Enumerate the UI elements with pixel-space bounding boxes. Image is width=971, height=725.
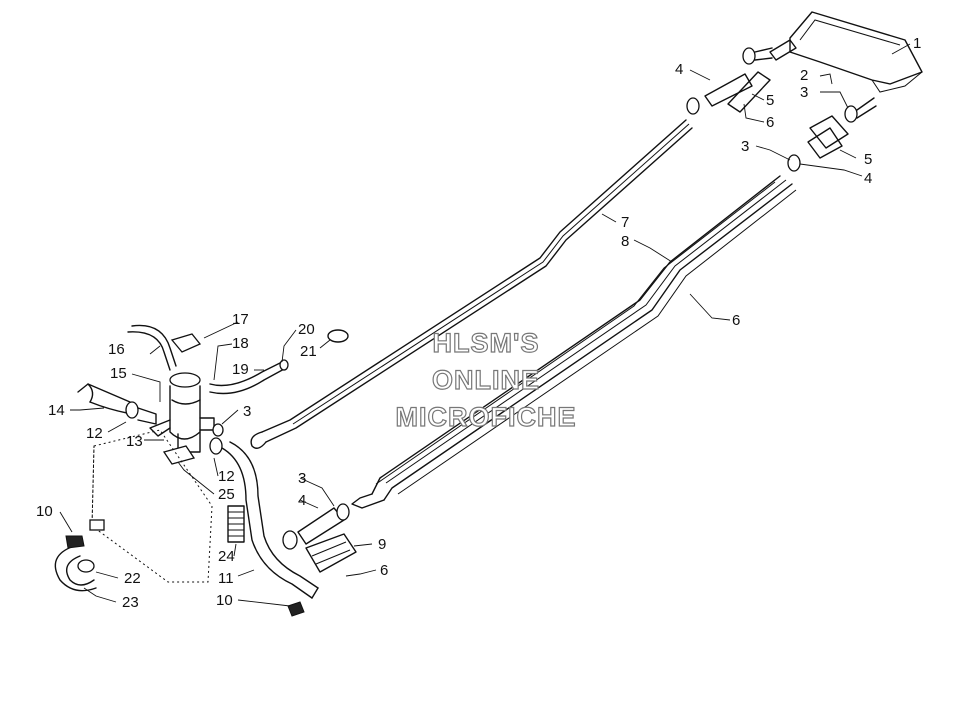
callout-4-b: 4 [864, 170, 872, 187]
connector-hose-lower [787, 115, 849, 172]
watermark: HLSM'S ONLINE MICROFICHE [395, 327, 577, 432]
callout-17: 17 [232, 311, 249, 328]
watermark-line-1: HLSM'S [433, 328, 540, 358]
callout-5-b: 5 [864, 151, 872, 168]
callout-4-c: 4 [298, 492, 306, 509]
callout-7: 7 [621, 214, 629, 231]
clamp-20 [327, 329, 349, 343]
leader-lines [59, 43, 911, 607]
overflow-hose-16 [127, 324, 177, 371]
callout-6-a: 6 [766, 114, 774, 131]
callout-21: 21 [300, 343, 317, 360]
connector-hose-rear [282, 503, 357, 573]
callout-24: 24 [218, 548, 235, 565]
callout-12-a: 12 [86, 425, 103, 442]
callout-3-a: 3 [800, 84, 808, 101]
coolant-tube-lower [351, 175, 797, 509]
callout-1: 1 [913, 35, 921, 52]
callout-labels: 1 2 3 3 3 3 3 4 4 4 5 5 6 6 6 6 7 8 9 10… [36, 35, 921, 611]
reservoir-cap [170, 333, 202, 353]
callout-13: 13 [126, 433, 143, 450]
watermark-line-3: MICROFICHE [396, 402, 577, 432]
callout-5-a: 5 [766, 92, 774, 109]
callout-9: 9 [378, 536, 386, 553]
hose-end-10 [287, 601, 305, 617]
coolant-reservoir [149, 372, 215, 453]
callout-19: 19 [232, 361, 249, 378]
callout-22: 22 [124, 570, 141, 587]
callout-20: 20 [298, 321, 315, 338]
callout-11: 11 [218, 570, 234, 587]
engine-tank-outline [89, 429, 213, 583]
return-hose-11 [221, 441, 319, 599]
callout-6-b: 6 [732, 312, 740, 329]
callout-3-d: 3 [298, 470, 306, 487]
spring-24 [227, 505, 245, 543]
vent-hose-19 [209, 359, 289, 395]
callout-16: 16 [108, 341, 125, 358]
hose-clamps-rear [162, 423, 224, 465]
callout-10-a: 10 [36, 503, 53, 520]
callout-10-b: 10 [216, 592, 233, 609]
callout-3-c: 3 [243, 403, 251, 420]
callout-4-a: 4 [675, 61, 683, 78]
heat-exchanger-plate [769, 11, 923, 93]
callout-3-b: 3 [741, 138, 749, 155]
coolant-tube-upper [250, 119, 693, 449]
callout-2: 2 [800, 67, 808, 84]
hose-clamps-front [742, 47, 877, 123]
callout-15: 15 [110, 365, 127, 382]
connector-hose-upper [686, 71, 771, 115]
callout-23: 23 [122, 594, 139, 611]
hose-14 [77, 383, 157, 425]
callout-14: 14 [48, 402, 65, 419]
callout-6-c: 6 [380, 562, 388, 579]
callout-12-b: 12 [218, 468, 235, 485]
callout-18: 18 [232, 335, 249, 352]
callout-25: 25 [218, 486, 235, 503]
hose-23 [54, 535, 97, 592]
callout-8: 8 [621, 233, 629, 250]
watermark-line-2: ONLINE [432, 365, 540, 395]
